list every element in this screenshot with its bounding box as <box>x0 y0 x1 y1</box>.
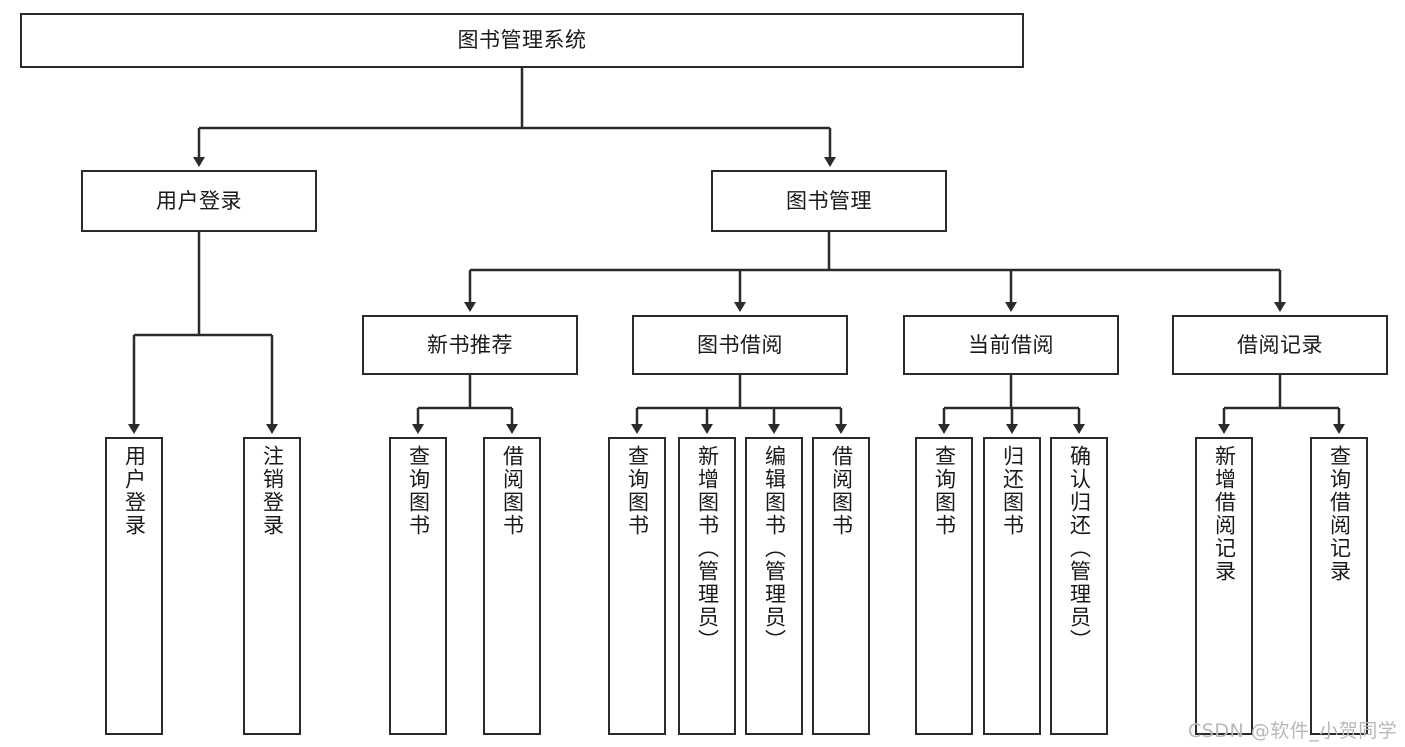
leaf-borrow-book-2-label: 借阅图书 <box>829 445 854 537</box>
leaf-add-book-label: 新增图书（管理员） <box>695 445 720 652</box>
leaf-return-book[interactable]: 归还图书 <box>983 437 1041 735</box>
node-book-borrow[interactable]: 图书借阅 <box>632 315 848 375</box>
leaf-query-book-3[interactable]: 查询图书 <box>915 437 973 735</box>
leaf-add-record-label: 新增借阅记录 <box>1212 445 1237 583</box>
leaf-query-book-2[interactable]: 查询图书 <box>608 437 666 735</box>
node-borrow-record-label: 借阅记录 <box>1237 332 1323 357</box>
leaf-user-login[interactable]: 用户登录 <box>105 437 163 735</box>
node-user-login-label: 用户登录 <box>156 188 242 213</box>
leaf-user-login-label: 用户登录 <box>122 445 147 537</box>
node-user-login[interactable]: 用户登录 <box>81 170 317 232</box>
csdn-watermark: CSDN @软件_小贺同学 <box>1188 720 1398 742</box>
node-book-manage-label: 图书管理 <box>786 188 872 213</box>
leaf-confirm-return[interactable]: 确认归还（管理员） <box>1050 437 1108 735</box>
leaf-query-book-3-label: 查询图书 <box>932 445 957 537</box>
node-borrow-record[interactable]: 借阅记录 <box>1172 315 1388 375</box>
leaf-borrow-book-1-label: 借阅图书 <box>500 445 525 537</box>
leaf-logout[interactable]: 注销登录 <box>243 437 301 735</box>
leaf-query-record-label: 查询借阅记录 <box>1327 445 1352 583</box>
leaf-borrow-book-1[interactable]: 借阅图书 <box>483 437 541 735</box>
node-new-book-rec-label: 新书推荐 <box>427 332 513 357</box>
leaf-logout-label: 注销登录 <box>260 445 285 537</box>
leaf-query-record[interactable]: 查询借阅记录 <box>1310 437 1368 735</box>
node-book-manage[interactable]: 图书管理 <box>711 170 947 232</box>
leaf-return-book-label: 归还图书 <box>1000 445 1025 537</box>
node-root-label: 图书管理系统 <box>457 28 587 53</box>
node-current-borrow-label: 当前借阅 <box>968 332 1054 357</box>
leaf-query-book-1-label: 查询图书 <box>406 445 431 537</box>
leaf-edit-book[interactable]: 编辑图书（管理员） <box>745 437 803 735</box>
node-current-borrow[interactable]: 当前借阅 <box>903 315 1119 375</box>
node-root[interactable]: 图书管理系统 <box>20 13 1024 68</box>
leaf-borrow-book-2[interactable]: 借阅图书 <box>812 437 870 735</box>
leaf-confirm-return-label: 确认归还（管理员） <box>1067 445 1092 652</box>
leaf-add-book[interactable]: 新增图书（管理员） <box>678 437 736 735</box>
node-new-book-rec[interactable]: 新书推荐 <box>362 315 578 375</box>
leaf-edit-book-label: 编辑图书（管理员） <box>762 445 787 652</box>
leaf-query-book-2-label: 查询图书 <box>625 445 650 537</box>
leaf-add-record[interactable]: 新增借阅记录 <box>1195 437 1253 735</box>
leaf-query-book-1[interactable]: 查询图书 <box>389 437 447 735</box>
node-book-borrow-label: 图书借阅 <box>697 332 783 357</box>
